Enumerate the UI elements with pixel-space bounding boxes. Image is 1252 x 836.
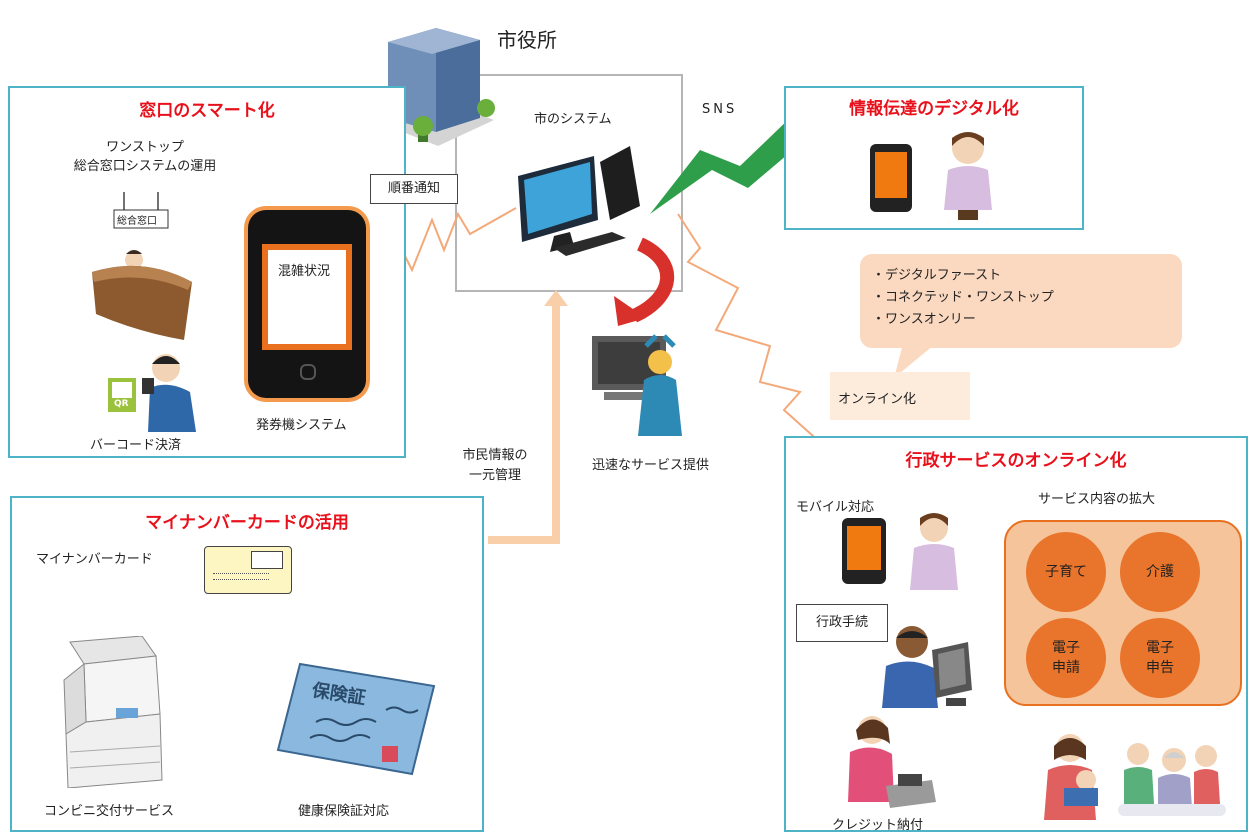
citizen-info-arrow <box>488 302 560 544</box>
credit-person-icon <box>836 710 940 812</box>
phone-screen-label: 混雑状況 <box>278 264 331 279</box>
info-phone-icon <box>870 144 912 212</box>
quick-service-label: 迅速なサービス提供 <box>592 458 710 473</box>
principles-bubble: ・デジタルファースト ・コネクテッド・ワンストップ ・ワンスオンリー <box>860 254 1182 348</box>
admin-phone-icon <box>842 518 886 584</box>
city-system-label: 市のシステム <box>534 112 612 127</box>
counter-title: 窓口のスマート化 <box>139 101 275 121</box>
multifunction-copier-icon <box>60 636 168 788</box>
admin-person-icon <box>906 508 962 590</box>
ticket-system-label: 発券機システム <box>256 418 347 433</box>
citizen-info-label: 市民情報の 一元管理 <box>462 448 528 483</box>
credit-label: クレジット納付 <box>832 818 924 833</box>
notice-box: 順番通知 <box>370 174 458 204</box>
info-title: 情報伝達のデジタル化 <box>849 99 1019 119</box>
elderly-care-icon <box>1118 738 1226 818</box>
circle-childcare: 子育て <box>1026 532 1106 612</box>
convenience-label: コンビニ交付サービス <box>44 804 175 819</box>
city-hall-building-icon <box>368 14 498 154</box>
info-person-icon <box>940 126 996 220</box>
procedures-box: 行政手続 <box>796 604 888 642</box>
insurance-card-icon: 保険証 <box>276 660 436 776</box>
service-person-icon <box>590 332 700 440</box>
principle-3: ・ワンスオンリー <box>872 312 976 327</box>
officer-computer-icon <box>880 620 974 712</box>
smartphone-icon: 混雑状況 <box>248 210 366 398</box>
counter-desk-icon <box>88 190 208 350</box>
online-zigzag-line <box>677 213 861 479</box>
person-phone-icon <box>136 348 202 432</box>
circle-childcare-text: 子育て <box>1045 564 1087 580</box>
service-arrow <box>630 237 674 323</box>
qr-text: QR <box>114 399 129 409</box>
parent-child-icon <box>1040 730 1110 820</box>
mynumber-title: マイナンバーカードの活用 <box>145 513 349 533</box>
circle-e-application: 電子 申請 <box>1026 618 1106 698</box>
principle-2: ・コネクテッド・ワンストップ <box>872 290 1054 305</box>
counter-sign-text: 総合窓口 <box>117 216 157 227</box>
circle-e-application-text: 電子 申請 <box>1052 640 1080 676</box>
onestop-label: ワンストップ 総合窓口システムの運用 <box>73 140 217 174</box>
info-panel: 情報伝達のデジタル化 <box>784 86 1084 230</box>
city-hall-label: 市役所 <box>497 28 557 52</box>
mynumber-card-icon <box>204 546 292 594</box>
insurance-label: 健康保険証対応 <box>298 804 390 819</box>
qr-code-icon: QR <box>108 378 136 412</box>
principle-1: ・デジタルファースト <box>872 268 1002 283</box>
circle-e-tax: 電子 申告 <box>1120 618 1200 698</box>
circle-e-tax-text: 電子 申告 <box>1146 640 1174 676</box>
barcode-label: バーコード決済 <box>90 438 182 453</box>
mynumber-card-label: マイナンバーカード <box>36 552 153 567</box>
sns-arrow <box>650 116 826 214</box>
admin-title: 行政サービスのオンライン化 <box>905 451 1127 471</box>
mobile-label: モバイル対応 <box>796 500 875 515</box>
expansion-label: サービス内容の拡大 <box>1038 492 1156 507</box>
sns-label: SNS <box>702 102 738 117</box>
online-label-box <box>830 372 970 420</box>
circle-care-text: 介護 <box>1146 564 1174 580</box>
computer-icon <box>514 146 654 264</box>
circle-care: 介護 <box>1120 532 1200 612</box>
service-group: 子育て 介護 電子 申請 電子 申告 <box>1004 520 1242 706</box>
online-label: オンライン化 <box>838 392 917 407</box>
